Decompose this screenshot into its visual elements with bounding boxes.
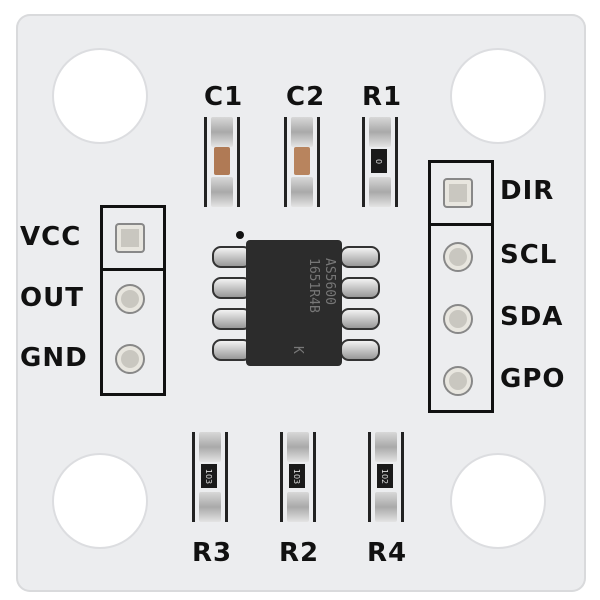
pin-gpo[interactable] <box>445 368 471 394</box>
pin-dir[interactable] <box>445 180 471 206</box>
resistor-r4: 102 <box>368 432 404 522</box>
mounting-hole <box>54 50 146 142</box>
chip-lead <box>340 246 380 268</box>
label-gpo: GPO <box>500 364 566 394</box>
label-r3: R3 <box>192 538 233 568</box>
resistor-r3: 103 <box>192 432 228 522</box>
chip-lead <box>340 277 380 299</box>
label-gnd: GND <box>20 343 88 373</box>
capacitor-c2 <box>284 117 320 207</box>
right-header-dir-box <box>428 160 494 226</box>
as5600-chip <box>246 240 342 366</box>
pin-vcc[interactable] <box>117 225 143 251</box>
chip-marking-line1: AS5600 <box>322 258 337 305</box>
label-c1: C1 <box>204 82 244 112</box>
pin-sda[interactable] <box>445 306 471 332</box>
chip-lead <box>340 308 380 330</box>
r3-code: 103 <box>204 468 214 484</box>
label-r1: R1 <box>362 82 403 112</box>
right-header-box <box>428 220 494 413</box>
r4-code: 102 <box>380 468 390 484</box>
label-dir: DIR <box>500 176 555 206</box>
resistor-r1: 0 <box>362 117 398 207</box>
capacitor-c1 <box>204 117 240 207</box>
pin1-marker <box>236 231 244 239</box>
r2-code: 103 <box>292 468 302 484</box>
left-header-box <box>100 265 166 396</box>
label-vcc: VCC <box>20 222 82 252</box>
resistor-r2: 103 <box>280 432 316 522</box>
chip-marking-line3: K <box>290 346 305 354</box>
chip-lead <box>340 339 380 361</box>
pin-scl[interactable] <box>445 244 471 270</box>
left-header-vcc-box <box>100 205 166 271</box>
mounting-hole <box>54 455 146 547</box>
pin-gnd[interactable] <box>117 346 143 372</box>
chip-marking-line2: 1651R4B <box>306 258 321 313</box>
label-out: OUT <box>20 283 84 313</box>
label-r2: R2 <box>279 538 320 568</box>
mounting-hole <box>452 50 544 142</box>
label-sda: SDA <box>500 302 564 332</box>
label-r4: R4 <box>367 538 408 568</box>
label-c2: C2 <box>286 82 326 112</box>
pin-out[interactable] <box>117 286 143 312</box>
mounting-hole <box>452 455 544 547</box>
r1-code: 0 <box>374 158 384 164</box>
label-scl: SCL <box>500 240 558 270</box>
